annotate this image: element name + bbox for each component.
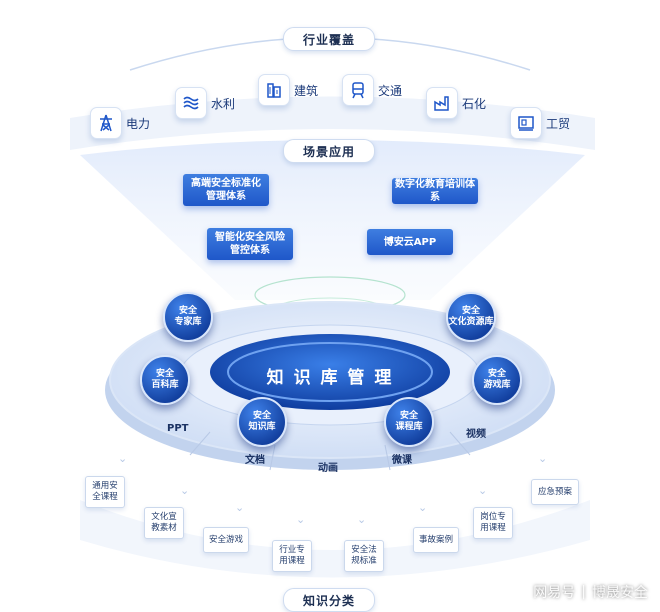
arrow-icon: ⌄ <box>118 452 128 465</box>
scenario-risk-control: 智能化安全风险 管控体系 <box>207 228 293 260</box>
node-expert-library: 安全 专家库 <box>163 292 213 342</box>
category-culture-material: 文化宣 教素材 <box>144 507 184 539</box>
arrow-icon: ⌄ <box>418 501 428 514</box>
category-fan <box>80 500 590 578</box>
arrow-icon: ⌄ <box>235 501 245 514</box>
node-encyclopedia-library: 安全 百科库 <box>140 355 190 405</box>
scenario-app: 博安云APP <box>367 229 453 255</box>
section-industry: 行业覆盖 <box>283 27 375 51</box>
arrow-icon: ⌄ <box>538 452 548 465</box>
section-scenario: 场景应用 <box>283 139 375 163</box>
scenario-standardization: 高端安全标准化 管理体系 <box>183 174 269 206</box>
industry-traffic: 交通 <box>342 74 402 106</box>
industry-label: 工贸 <box>546 116 571 131</box>
trade-icon <box>510 107 542 139</box>
arrow-icon: ⌄ <box>296 513 306 526</box>
core-ring <box>210 334 450 410</box>
category-emergency-plan: 应急预案 <box>531 479 579 505</box>
power-tower-icon <box>90 107 122 139</box>
industry-building: 建筑 <box>258 74 318 106</box>
factory-icon <box>426 87 458 119</box>
category-accident-case: 事故案例 <box>413 527 459 553</box>
category-law-standard: 安全法 规标准 <box>344 540 384 572</box>
ring-label-video: 视频 <box>466 429 486 440</box>
section-knowledge: 知识分类 <box>283 588 375 612</box>
ring-label-microcourse: 微课 <box>392 455 412 466</box>
node-game-library: 安全 游戏库 <box>472 355 522 405</box>
core-title: 知 识 库 管 理 <box>266 368 394 388</box>
ring-label-document: 文档 <box>245 455 265 466</box>
industry-trade: 工贸 <box>510 107 570 139</box>
category-safety-game: 安全游戏 <box>203 527 249 553</box>
node-course-library: 安全 课程库 <box>384 397 434 447</box>
watermark: 网易号 | 博晟安全 <box>533 582 648 602</box>
node-knowledge-library: 安全 知识库 <box>237 397 287 447</box>
watermark-divider: | <box>581 584 586 600</box>
industry-label: 建筑 <box>294 83 319 98</box>
industry-label: 电力 <box>126 116 151 131</box>
industry-water: 水利 <box>175 87 235 119</box>
watermark-left: 网易号 <box>533 585 576 601</box>
industry-label: 石化 <box>462 96 487 111</box>
water-waves-icon <box>175 87 207 119</box>
industry-label: 交通 <box>378 83 403 98</box>
industry-power: 电力 <box>90 107 150 139</box>
scenario-digital-training: 数字化教育培训体系 <box>392 178 478 204</box>
ring-label-animation: 动画 <box>318 463 338 474</box>
building-icon <box>258 74 290 106</box>
light-beam <box>80 140 585 300</box>
category-industry-course: 行业专 用课程 <box>272 540 312 572</box>
node-culture-library: 安全 文化资源库 <box>446 292 496 342</box>
category-general-course: 通用安 全课程 <box>85 476 125 508</box>
ring-label-ppt: PPT <box>167 423 189 434</box>
arrow-icon: ⌄ <box>180 484 190 497</box>
core-inner <box>227 342 433 402</box>
category-post-course: 岗位专 用课程 <box>473 507 513 539</box>
arrow-icon: ⌄ <box>478 484 488 497</box>
watermark-right: 博晟安全 <box>592 585 648 601</box>
industry-label: 水利 <box>211 96 236 111</box>
industry-petrochem: 石化 <box>426 87 486 119</box>
train-icon <box>342 74 374 106</box>
arrow-icon: ⌄ <box>357 513 367 526</box>
